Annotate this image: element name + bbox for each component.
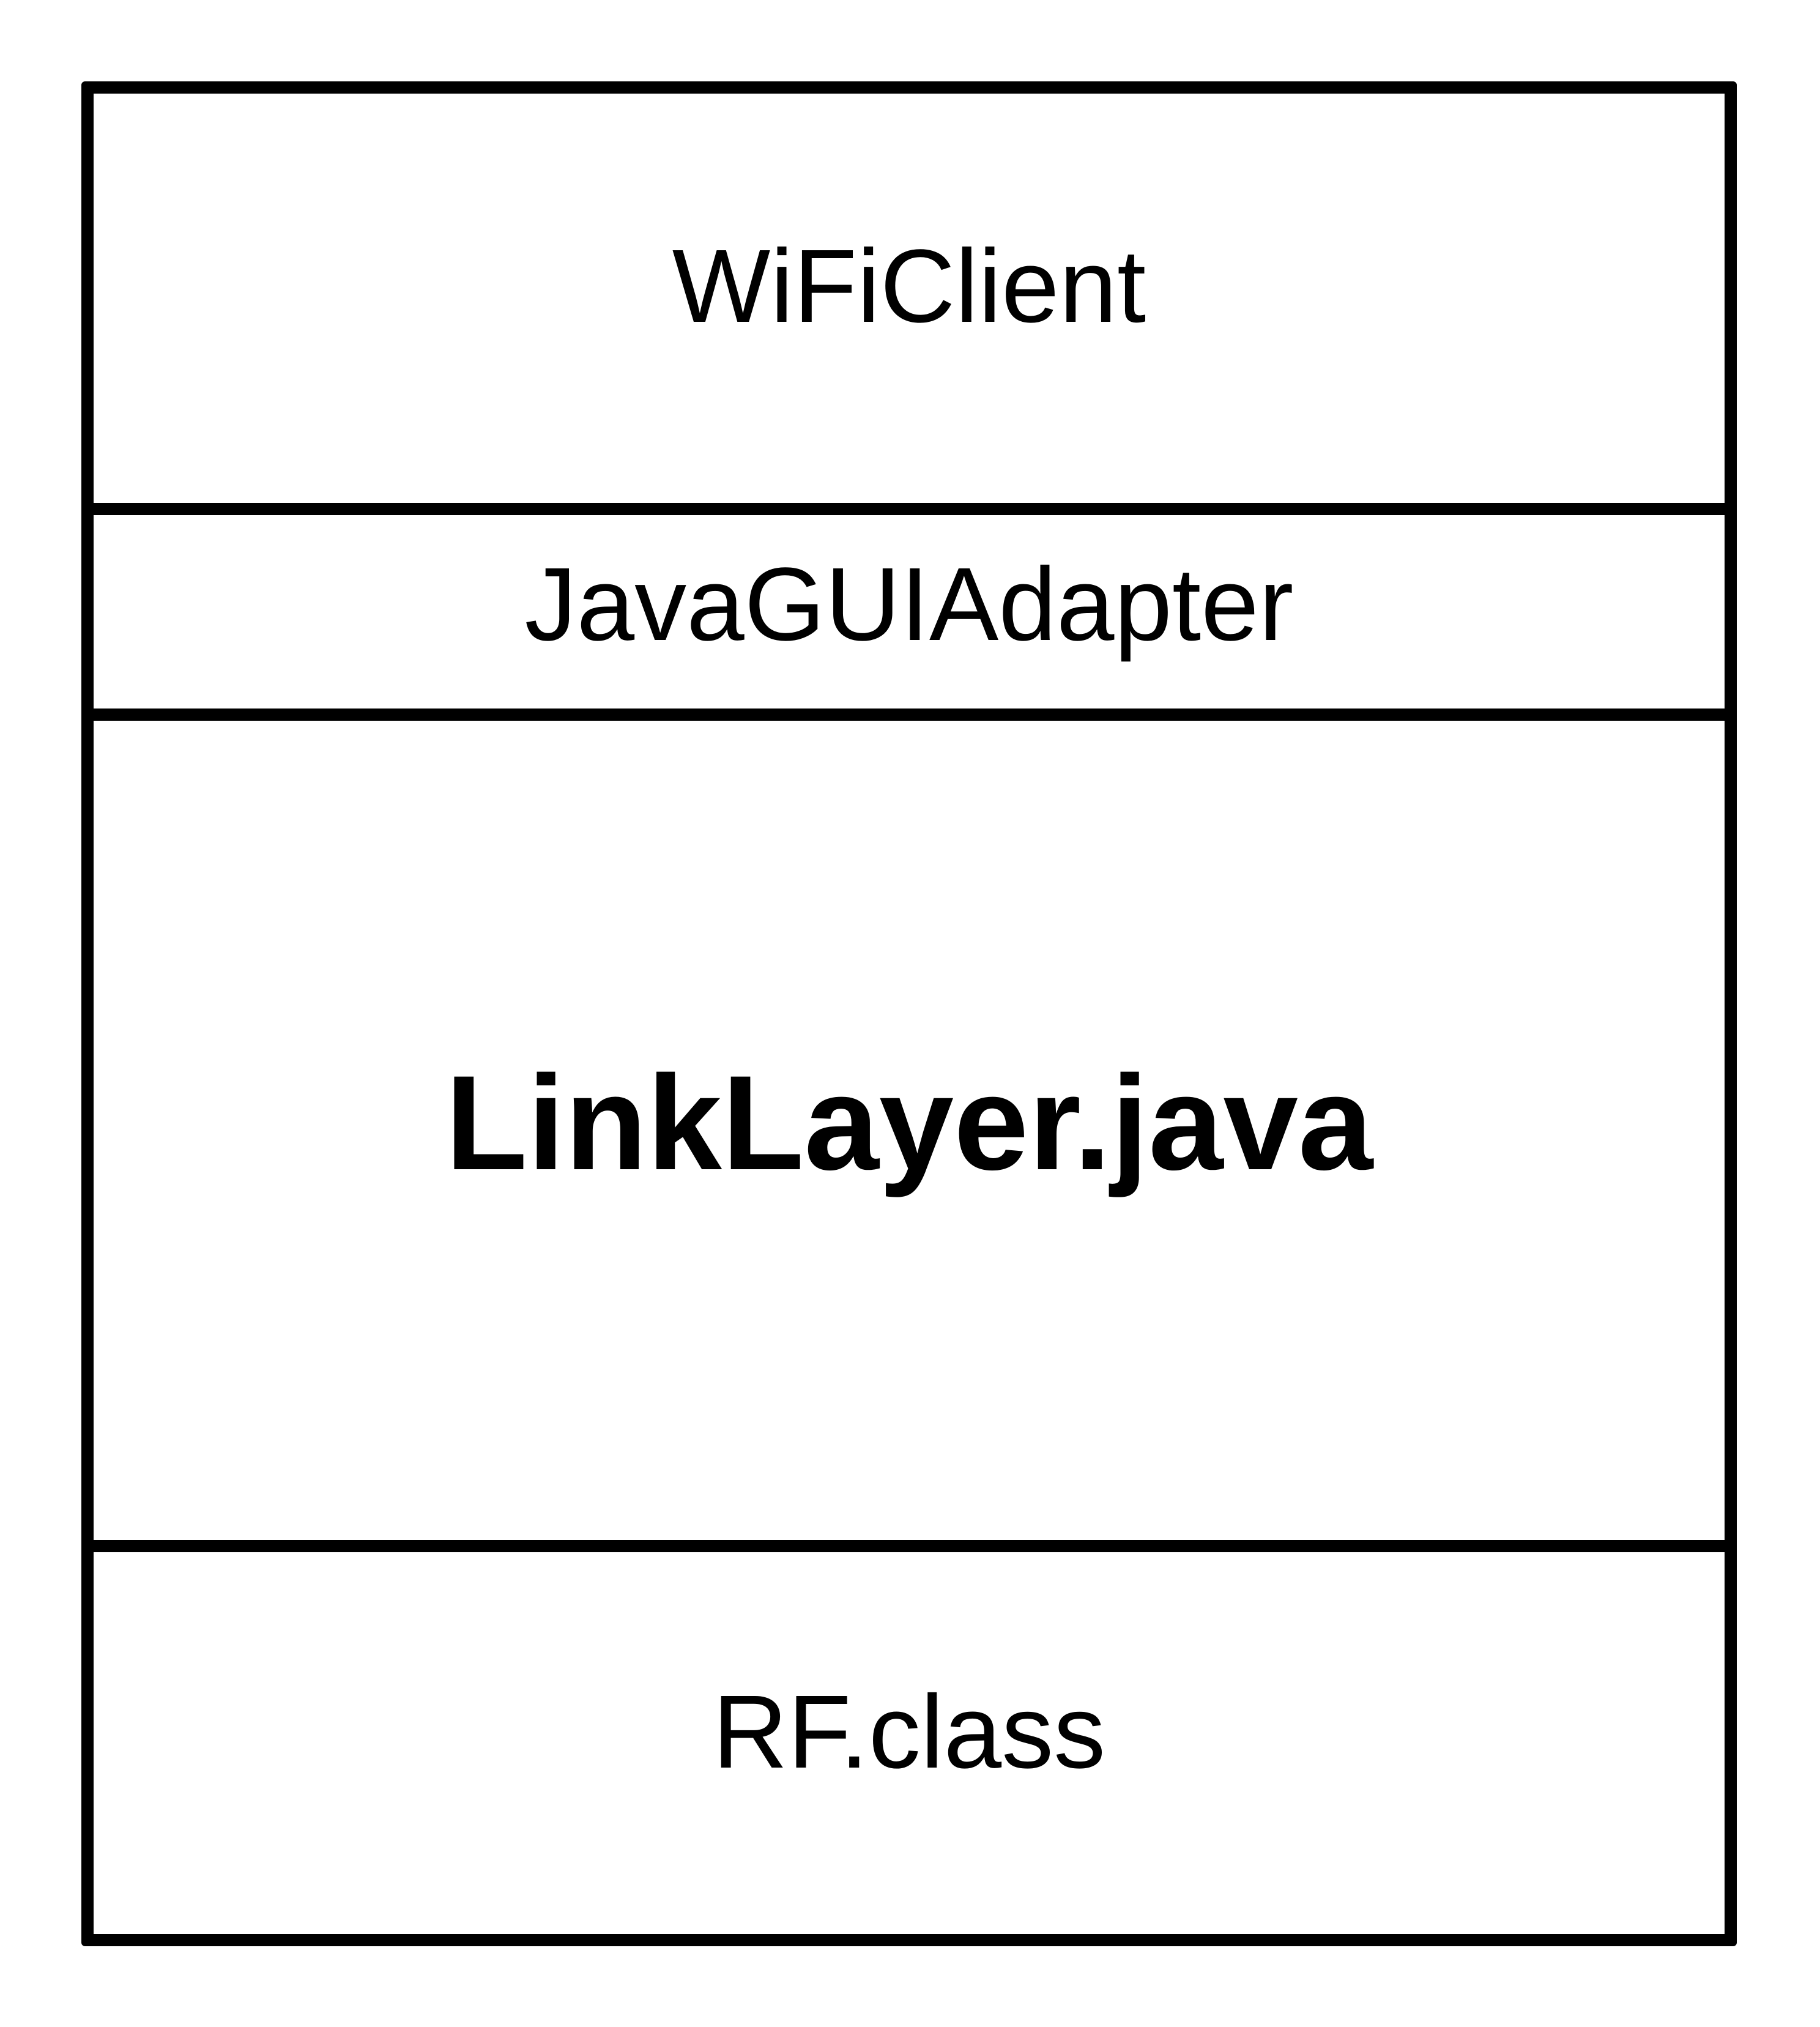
layer-wificlient-box: WiFiClient xyxy=(94,94,1725,503)
layer-link-layer-box: LinkLayer.java xyxy=(94,709,1725,1540)
layer-rf-class-label: RF.class xyxy=(712,1674,1106,1790)
layer-wificlient-label: WiFiClient xyxy=(672,228,1146,344)
layer-link-layer-label: LinkLayer.java xyxy=(445,1047,1373,1198)
layer-stack-diagram: WiFiClient JavaGUIAdapter LinkLayer.java… xyxy=(81,81,1737,1946)
layer-rf-class-box: RF.class xyxy=(94,1540,1725,1934)
layer-java-gui-adapter-box: JavaGUIAdapter xyxy=(94,503,1725,709)
layer-java-gui-adapter-label: JavaGUIAdapter xyxy=(524,546,1294,663)
